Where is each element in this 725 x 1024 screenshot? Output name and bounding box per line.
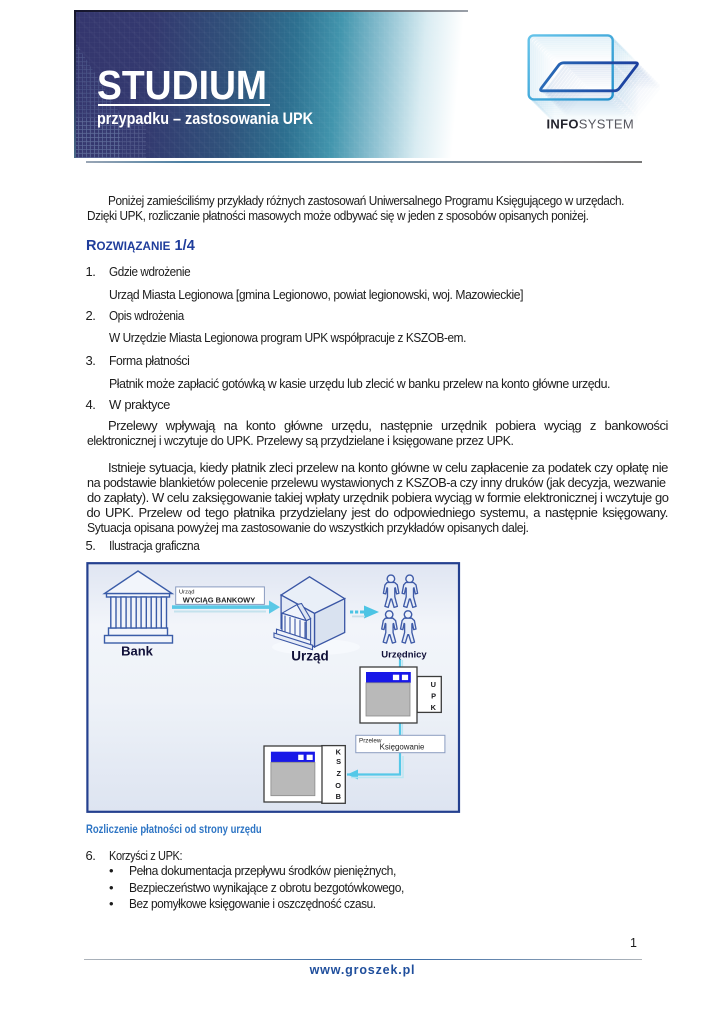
svg-text:WYCIĄG BANKOWY: WYCIĄG BANKOWY xyxy=(183,595,256,604)
svg-text:Bank: Bank xyxy=(121,644,154,659)
svg-text:U: U xyxy=(431,680,436,689)
svg-text:Urząd: Urząd xyxy=(179,590,194,596)
svg-text:Z: Z xyxy=(336,769,341,778)
svg-text:P: P xyxy=(431,692,436,701)
svg-text:K: K xyxy=(336,747,342,756)
svg-text:B: B xyxy=(336,792,341,801)
svg-text:Przelew: Przelew xyxy=(359,738,382,745)
svg-text:Urzędnicy: Urzędnicy xyxy=(381,650,427,661)
svg-text:Księgowanie: Księgowanie xyxy=(380,743,425,752)
svg-text:S: S xyxy=(336,757,341,766)
svg-text:K: K xyxy=(431,703,437,712)
svg-text:Urząd: Urząd xyxy=(291,649,329,664)
svg-text:O: O xyxy=(335,781,341,790)
svg-text:INFOSYSTEM: INFOSYSTEM xyxy=(547,117,635,132)
